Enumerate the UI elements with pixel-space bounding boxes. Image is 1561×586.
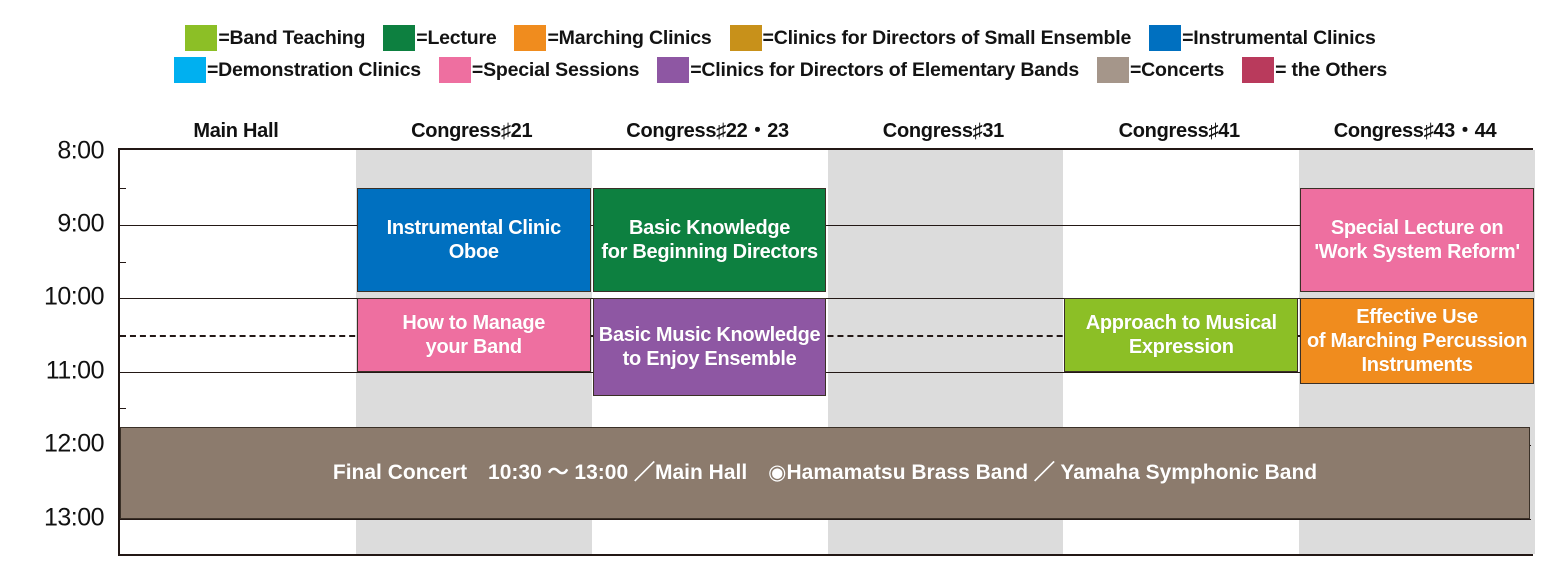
legend-item-instrumental-clinics: =Instrumental Clinics xyxy=(1149,25,1376,51)
event-title-line: Approach to Musical xyxy=(1085,311,1277,334)
legend-swatch-special-sessions xyxy=(438,57,471,83)
legend-swatch-instrumental-clinics xyxy=(1149,25,1182,51)
column-header-5: Congress♯43・44 xyxy=(1333,120,1497,142)
event-title-line: Instruments xyxy=(1361,354,1473,377)
legend-item-the-others: = the Others xyxy=(1242,57,1387,83)
legend-label-demonstration-clinics: =Demonstration Clinics xyxy=(206,58,421,81)
legend-item-lecture: =Lecture xyxy=(383,25,497,51)
legend-swatch-band-teaching xyxy=(185,25,218,51)
halfhour-tick-8-30 xyxy=(120,188,126,190)
time-label-8-00: 8:00 xyxy=(57,136,104,164)
legend-label-band-teaching: =Band Teaching xyxy=(218,26,366,49)
halfhour-tick-11-30 xyxy=(120,408,126,410)
event-title-line: Instrumental Clinic xyxy=(386,216,562,239)
legend-item-special-sessions: =Special Sessions xyxy=(438,57,640,83)
event-title-line: How to Manage xyxy=(402,311,546,334)
column-header-2: Congress♯22・23 xyxy=(626,120,789,142)
column-headers: Main Hall Congress♯21 Congress♯22・23 Congre… xyxy=(118,118,1533,148)
event-title-line: Effective Use xyxy=(1356,305,1478,328)
legend-label-special-sessions: =Special Sessions xyxy=(471,58,640,81)
column-header-4: Congress♯41 xyxy=(1118,120,1241,142)
legend-swatch-clinics-small-ensemble xyxy=(729,25,762,51)
time-label-11-00: 11:00 xyxy=(45,356,105,385)
event-title-line: Special Lecture on xyxy=(1330,216,1504,239)
legend-swatch-demonstration-clinics xyxy=(173,57,206,83)
event-title-line: Basic Music Knowledge xyxy=(598,323,821,346)
legend-swatch-clinics-elementary-bands xyxy=(657,57,690,83)
legend-label-instrumental-clinics: =Instrumental Clinics xyxy=(1182,26,1376,49)
legend-item-concerts: =Concerts xyxy=(1096,57,1225,83)
legend-label-the-others: = the Others xyxy=(1275,58,1388,81)
event-title-line: Basic Knowledge xyxy=(629,216,791,239)
legend-row-1: =Band Teaching =Lecture =Marching Clinics =… xyxy=(0,22,1561,54)
legend-swatch-the-others xyxy=(1242,57,1275,83)
legend-label-marching-clinics: =Marching Clinics xyxy=(547,26,712,49)
column-header-1: Congress♯21 xyxy=(411,120,533,142)
time-label-9-00: 9:00 xyxy=(57,209,104,238)
legend-item-band-teaching: =Band Teaching xyxy=(185,25,365,51)
time-label-10-00: 10:00 xyxy=(43,282,105,311)
time-label-12-00: 12:00 xyxy=(43,429,105,458)
event-title-line: for Beginning Directors xyxy=(601,241,818,264)
legend-swatch-marching-clinics xyxy=(514,25,547,51)
event-title-line: your Band xyxy=(425,335,523,358)
legend-label-clinics-small-ensemble: =Clinics for Directors of Small Ensemble xyxy=(762,26,1132,49)
legend-item-marching-clinics: =Marching Clinics xyxy=(514,25,712,51)
legend-swatch-concerts xyxy=(1096,57,1129,83)
event-title-final-concert: Final Concert 10:30 ～ 13:00 ／Main Hall ◉… xyxy=(332,460,1318,484)
event-title-line: 'Work System Reform' xyxy=(1314,241,1520,264)
legend-label-lecture: =Lecture xyxy=(416,26,497,49)
event-title-line: of Marching Percussion xyxy=(1307,329,1528,352)
column-header-3: Congress♯31 xyxy=(882,120,1005,142)
event-block-special-lecture-work-system-reform[interactable]: Special Lecture on'Work System Reform' xyxy=(1300,188,1534,293)
column-header-0: Main Hall xyxy=(193,120,279,142)
halfhour-tick-9-30 xyxy=(120,261,126,263)
time-axis: 8:00 9:00 10:00 11:00 12:00 13:00 xyxy=(0,136,112,556)
event-title-line: Oboe xyxy=(448,241,499,264)
event-title-line: Expression xyxy=(1128,335,1234,358)
gridline-13-00 xyxy=(120,518,1531,520)
event-title-special-lecture-work-system-reform: Special Lecture on'Work System Reform' xyxy=(1314,216,1520,265)
legend-item-clinics-small-ensemble: =Clinics for Directors of Small Ensemble xyxy=(729,25,1132,51)
event-block-final-concert[interactable]: Final Concert 10:30 ～ 13:00 ／Main Hall ◉… xyxy=(120,426,1530,519)
event-title-line: to Enjoy Ensemble xyxy=(622,348,797,371)
legend-row-2: =Demonstration Clinics =Special Sessions =… xyxy=(0,54,1561,86)
legend-label-concerts: =Concerts xyxy=(1129,58,1225,81)
time-label-13-00: 13:00 xyxy=(43,503,105,531)
legend-item-demonstration-clinics: =Demonstration Clinics xyxy=(173,57,421,83)
legend-swatch-lecture xyxy=(383,25,416,51)
legend: =Band Teaching =Lecture =Marching Clinics =… xyxy=(0,0,1561,86)
legend-label-clinics-elementary-bands: =Clinics for Directors of Elementary Ban… xyxy=(690,58,1079,81)
legend-item-clinics-elementary-bands: =Clinics for Directors of Elementary Ban… xyxy=(657,57,1079,83)
